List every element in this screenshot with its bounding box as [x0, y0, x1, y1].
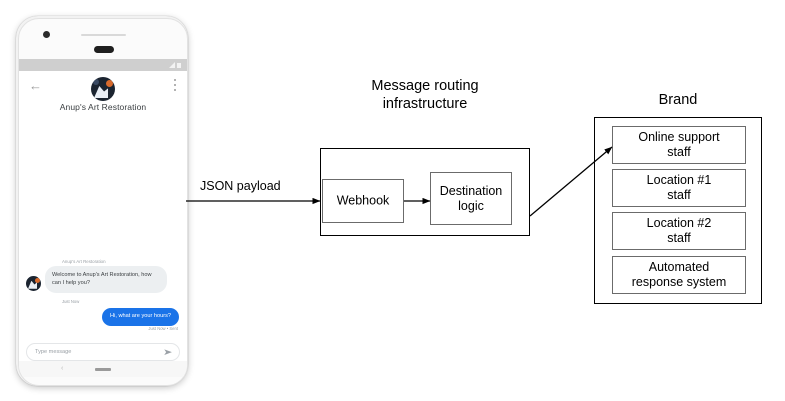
- business-avatar: [91, 77, 115, 101]
- phone-body: ← Anup's Art Restoration Anup's Art Rest…: [18, 18, 188, 386]
- app-bar: ← Anup's Art Restoration: [19, 71, 187, 123]
- json-payload-label: JSON payload: [200, 179, 281, 193]
- earpiece-icon: [94, 46, 114, 53]
- kebab-menu-icon[interactable]: [174, 79, 176, 91]
- outgoing-message-bubble: Hi, what are your hours?: [102, 308, 179, 326]
- battery-icon: [177, 63, 181, 68]
- signal-icon: [169, 62, 175, 68]
- infrastructure-title: Message routing infrastructure: [371, 78, 479, 112]
- outgoing-message-timestamp: Just Now • Sent: [148, 326, 178, 331]
- speaker-slit: [81, 34, 126, 36]
- message-sender-label: Anup's Art Restoration: [62, 259, 106, 264]
- back-arrow-icon[interactable]: ←: [29, 78, 42, 93]
- recipient-location-2-staff[interactable]: Location #2 staff: [612, 212, 746, 250]
- nav-home-pill[interactable]: [95, 368, 111, 371]
- front-camera-icon: [43, 31, 50, 38]
- recipient-online-support-staff[interactable]: Online support staff: [612, 126, 746, 164]
- recipient-automated-response-system[interactable]: Automated response system: [612, 256, 746, 294]
- status-bar-icons: [169, 62, 181, 68]
- incoming-message-row: Welcome to Anup's Art Restoration, how c…: [26, 266, 167, 293]
- outgoing-message-row: Hi, what are your hours?: [102, 308, 179, 326]
- nav-back-icon[interactable]: ‹: [61, 365, 64, 372]
- business-name: Anup's Art Restoration: [59, 102, 147, 112]
- recipient-location-1-staff[interactable]: Location #1 staff: [612, 169, 746, 207]
- send-icon[interactable]: ➤: [163, 346, 173, 357]
- destination-logic-node[interactable]: Destination logic: [430, 172, 512, 225]
- incoming-message-bubble: Welcome to Anup's Art Restoration, how c…: [45, 266, 167, 293]
- incoming-message-timestamp: Just Now: [62, 299, 80, 304]
- message-input-placeholder[interactable]: Type message: [35, 349, 72, 355]
- webhook-node[interactable]: Webhook: [322, 179, 404, 223]
- message-list: Anup's Art Restoration Welcome to Anup's…: [19, 123, 187, 339]
- status-bar: [19, 59, 187, 71]
- business-avatar-small: [26, 275, 41, 291]
- android-nav-bar: ‹: [19, 361, 187, 377]
- message-composer[interactable]: Type message ➤: [26, 343, 180, 361]
- brand-title: Brand: [658, 92, 698, 108]
- phone-screen: ← Anup's Art Restoration Anup's Art Rest…: [19, 71, 187, 361]
- arrow-infrastructure-to-brand: [529, 146, 613, 217]
